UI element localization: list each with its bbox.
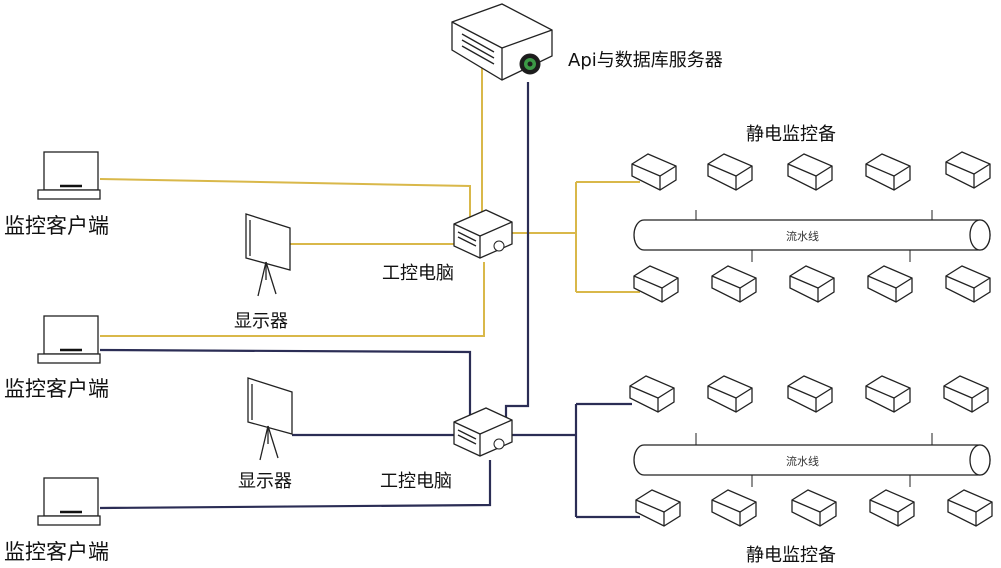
monitor-devices-top-row-2 [633,265,991,303]
monitor-device-icon [945,151,991,189]
monitor-device-icon [707,153,753,191]
ipc-label-bottom: 工控电脑 [380,471,452,492]
monitor-device-icon [633,265,679,303]
pipeline-icon [633,210,991,262]
monitor-devices-top-row-1 [631,151,991,191]
industrial-pc-icon [453,209,513,259]
monitor-device-icon [635,489,681,527]
client-label-1: 监控客户端 [4,214,109,238]
ipc-label-top: 工控电脑 [382,263,454,284]
monitor-device-icon [629,375,675,413]
industrial-pc-icon [453,407,513,457]
monitor-device-icon [869,489,915,527]
monitor-device-icon [631,153,677,191]
monitor-device-icon [787,153,833,191]
projector-screen-icon [247,377,293,461]
display-label-top: 显示器 [234,311,288,332]
monitor-device-icon [707,375,753,413]
monitor-device-icon [789,265,835,303]
monitor-device-icon [943,375,989,413]
link-client1-ipc-top [99,178,471,218]
link-ipc-bottom-devices [512,402,640,519]
link-ipc-top-devices [510,181,640,293]
client-label-2: 监控客户端 [4,377,109,401]
display-label-bottom: 显示器 [238,471,292,492]
link-server-ipc-bottom [504,82,530,420]
monitor-devices-label-bottom: 静电监控备 [746,545,836,566]
client-label-3: 监控客户端 [4,540,109,564]
link-client2-ipc-top [100,262,485,337]
projector-screen-icon [245,213,291,297]
monitor-device-icon [947,489,993,527]
monitor-device-icon [711,489,757,527]
monitor-devices-bottom-row-2 [635,489,993,527]
yellow-links [99,50,640,337]
monitor-device-icon [865,153,911,191]
monitor-device-icon [865,375,911,413]
pipeline-icon [633,433,991,487]
monitor-device-icon [791,489,837,527]
monitor-devices-label-top: 静电监控备 [746,124,836,145]
desktop-client-icon [37,151,101,200]
monitor-device-icon [787,375,833,413]
desktop-client-icon [37,315,101,364]
monitor-device-icon [867,265,913,303]
monitor-device-icon [711,265,757,303]
navy-links [99,82,640,519]
monitor-device-icon [945,265,991,303]
pipeline-label-bottom: 流水线 [786,454,819,468]
monitor-devices-bottom-row-1 [629,375,989,413]
desktop-client-icon [37,477,101,526]
server-icon [451,3,553,81]
pipeline-label-top: 流水线 [786,229,819,243]
server-label: Api与数据库服务器 [568,50,723,71]
link-client3-ipc-bottom [99,460,492,510]
link-client2-ipc-bottom [99,348,472,420]
